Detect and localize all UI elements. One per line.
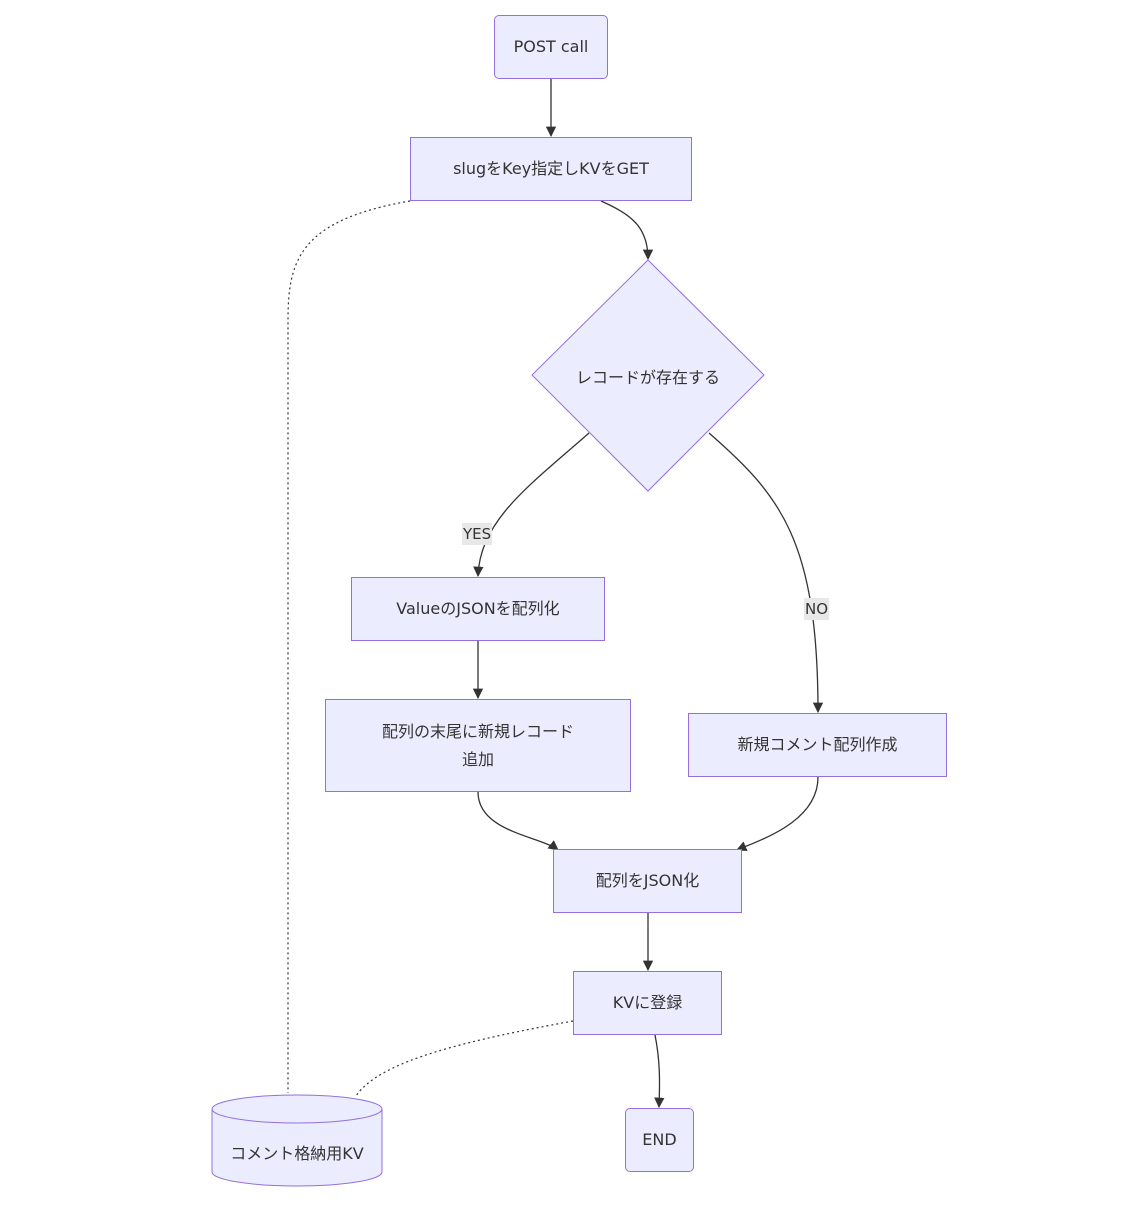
edge-decision-no (708, 432, 824, 714)
node-append-record: 配列の末尾に新規レコード 追加 (325, 699, 631, 792)
database-cylinder (211, 1094, 383, 1187)
edge-label-yes-text: YES (463, 525, 492, 543)
node-comment-kv-text: コメント格納用KV (230, 1144, 364, 1163)
node-new-comment-array-label: 新規コメント配列作成 (737, 735, 898, 754)
edge-label-yes: YES (462, 523, 493, 545)
node-append-record-line1: 配列の末尾に新規レコード (381, 721, 574, 741)
node-register-kv: KVに登録 (573, 971, 722, 1035)
edge-register-to-kv-dotted (355, 1020, 574, 1097)
decision-label-text: レコードが存在する (575, 368, 720, 387)
node-comment-kv-label: コメント格納用KV (212, 1140, 382, 1164)
edge-append-to-json (477, 791, 559, 851)
edge-get-to-kv-dotted (287, 200, 411, 1093)
node-get-kv: slugをKey指定しKVをGET (410, 137, 692, 201)
node-register-kv-label: KVに登録 (612, 993, 683, 1012)
node-end-label: END (642, 1130, 677, 1149)
edge-label-no-text: NO (805, 600, 829, 618)
node-array-to-json: 配列をJSON化 (553, 849, 742, 913)
decision-diamond (531, 259, 765, 492)
node-end: END (625, 1108, 694, 1172)
node-get-kv-label: slugをKey指定しKVをGET (453, 159, 649, 178)
edge-label-no: NO (804, 598, 830, 620)
edge-decision-yes (473, 432, 590, 578)
node-post-call-label: POST call (513, 37, 589, 56)
node-array-to-json-label: 配列をJSON化 (595, 871, 700, 890)
node-new-comment-array: 新規コメント配列作成 (688, 713, 947, 777)
edge-register-to-end (654, 1034, 665, 1109)
edge-get-to-decision (600, 200, 654, 261)
node-append-record-line2: 追加 (461, 749, 494, 769)
edge-new-array-to-json (736, 776, 819, 852)
node-value-to-array-label: ValueのJSONを配列化 (396, 599, 560, 618)
decision-label: レコードが存在する (548, 364, 748, 388)
node-value-to-array: ValueのJSONを配列化 (351, 577, 605, 641)
node-post-call: POST call (494, 15, 608, 79)
